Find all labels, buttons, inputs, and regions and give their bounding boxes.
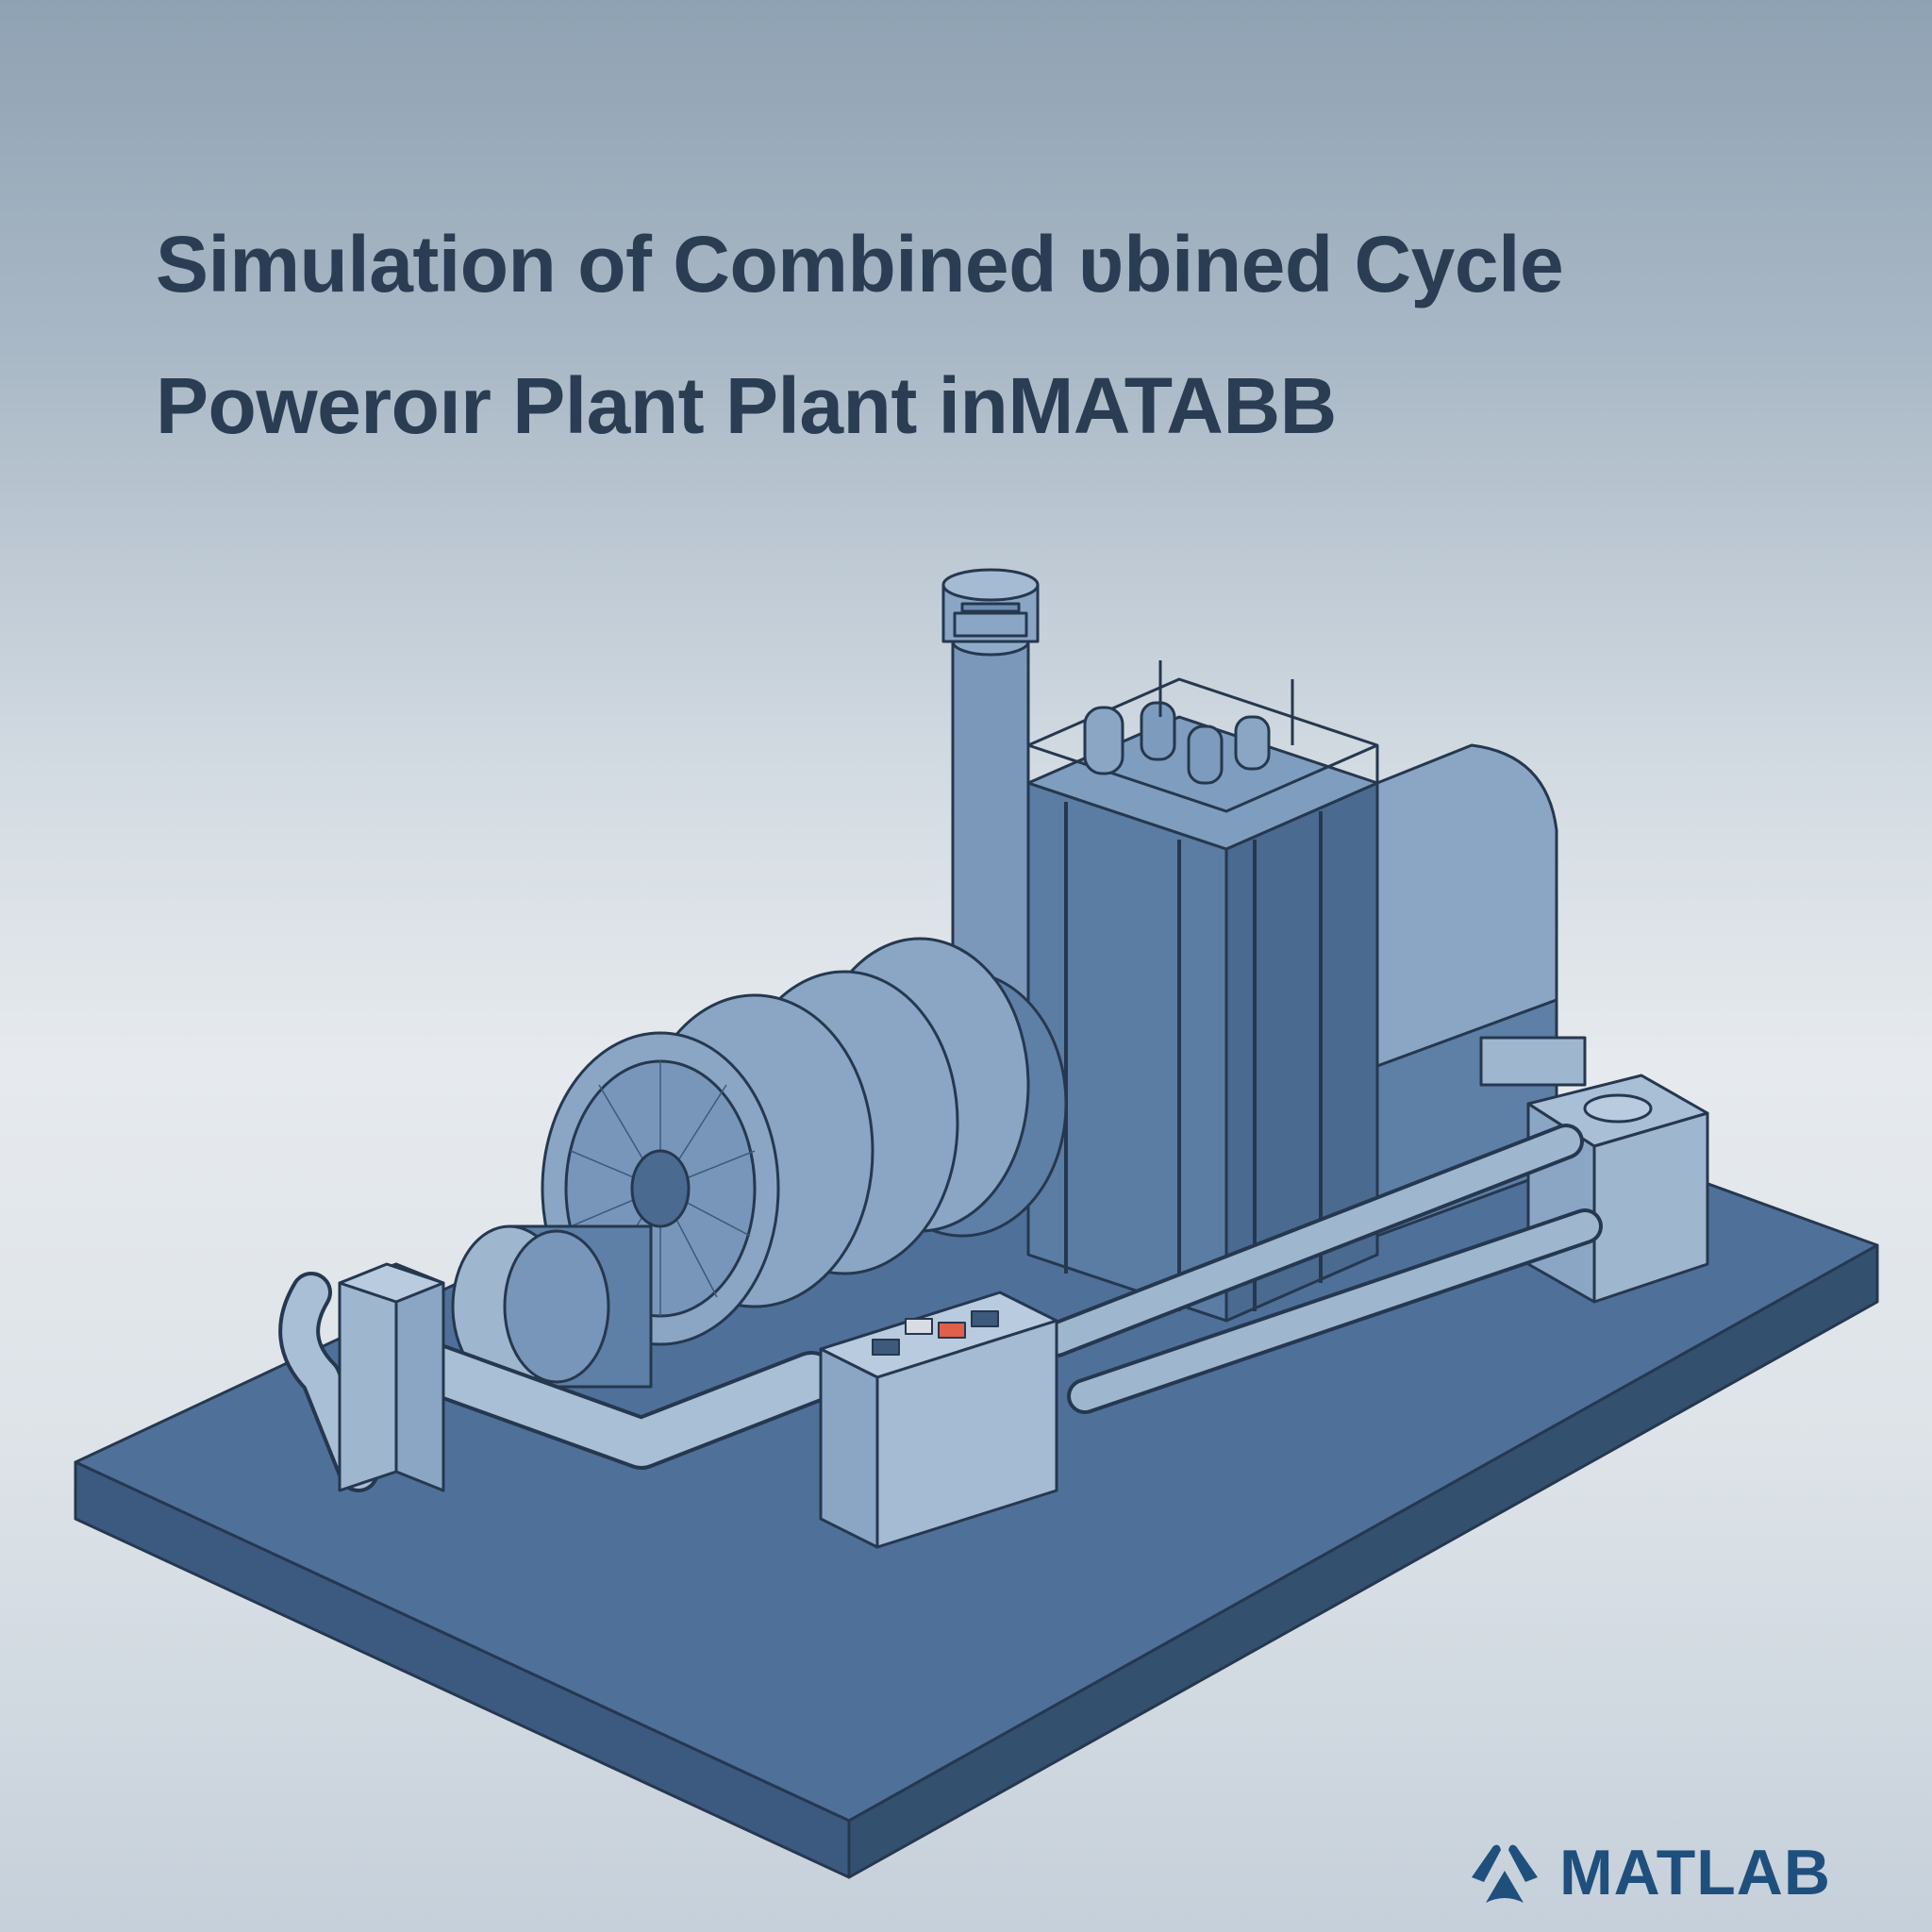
heat-exchanger [338,1262,445,1492]
page-title: Simulation of Combined ʋbined Cycle Powe… [156,193,1854,476]
control-panel [819,1291,1058,1549]
matlab-logo-icon [1472,1844,1538,1903]
generator-front [451,1224,653,1389]
red-button [938,1322,966,1339]
hrsg-tower [1026,660,1379,1323]
matlab-logo: MATLAB [1467,1835,1831,1910]
title-line-1: Simulation of Combined ʋbined Cycle [156,220,1564,308]
exhaust-stack [941,568,1040,1002]
turbine-fans [541,937,1068,1346]
piping [278,1124,1603,1492]
title-line-2: Poweroır Plant Plant inMATABB [156,361,1337,450]
matlab-logo-text: MATLAB [1559,1837,1831,1908]
